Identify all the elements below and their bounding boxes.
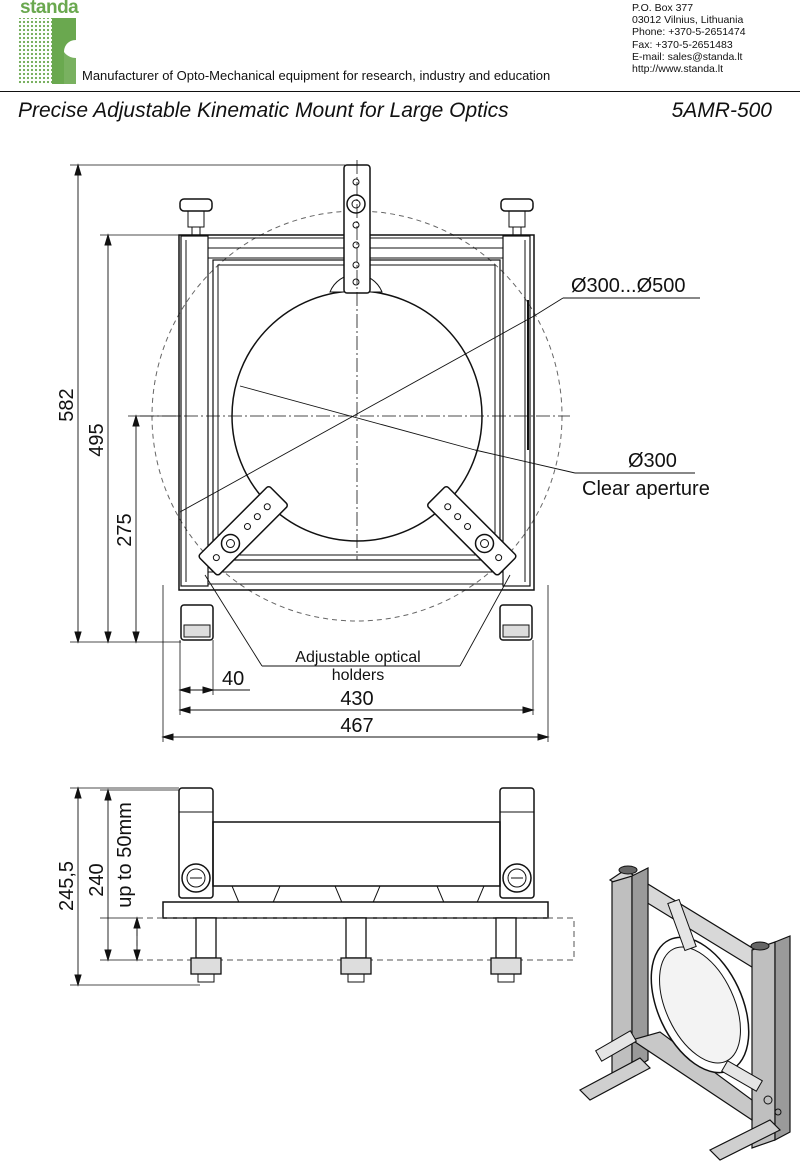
left-top-knob [179,198,213,212]
page-title: Precise Adjustable Kinematic Mount for L… [18,99,509,122]
right-post [502,235,531,587]
dim-width-total: 467 [340,715,373,737]
contact-line: E-mail: sales@standa.lt [632,50,743,63]
side-dim-height-total: 245,5 [56,861,78,911]
dim-width-small: 40 [222,668,244,690]
top-holder [329,164,383,294]
contact-line: Fax: +370-5-2651483 [632,38,733,51]
isometric-view [579,865,791,1161]
contact-line: Phone: +370-5-2651474 [632,26,746,39]
contact-line: P.O. Box 377 [632,2,694,14]
side-dim-adjust-range: up to 50mm [114,802,136,908]
dim-height-center: 275 [114,513,136,546]
side-view [136,787,575,983]
standa-logo [18,18,76,84]
dim-height-total: 582 [56,388,78,421]
left-foot [180,604,214,641]
dim-clear-aperture-label: Clear aperture [582,478,710,500]
header-divider [0,91,800,92]
model-number: 5AMR-500 [671,99,772,122]
dim-diameter-range: Ø300...Ø500 [571,275,686,297]
dim-height-frame: 495 [86,423,108,456]
dim-width-inner: 430 [340,688,373,710]
dim-clear-aperture-value: Ø300 [628,450,677,472]
contact-line: http://www.standa.lt [632,62,724,75]
contact-block: P.O. Box 377 03012 Vilnius, Lithuania Ph… [632,2,746,75]
left-holder [198,486,288,576]
brand-name: standa [20,0,79,18]
right-foot [499,604,533,641]
company-tagline: Manufacturer of Opto-Mechanical equipmen… [82,68,551,83]
right-top-knob [500,198,534,212]
holders-label-line1: Adjustable optical [295,649,420,666]
contact-line: 03012 Vilnius, Lithuania [632,14,744,27]
left-post [180,235,209,587]
holders-label-line2: holders [332,667,384,684]
side-dim-height-frame: 240 [86,863,108,896]
right-holder [427,486,517,576]
